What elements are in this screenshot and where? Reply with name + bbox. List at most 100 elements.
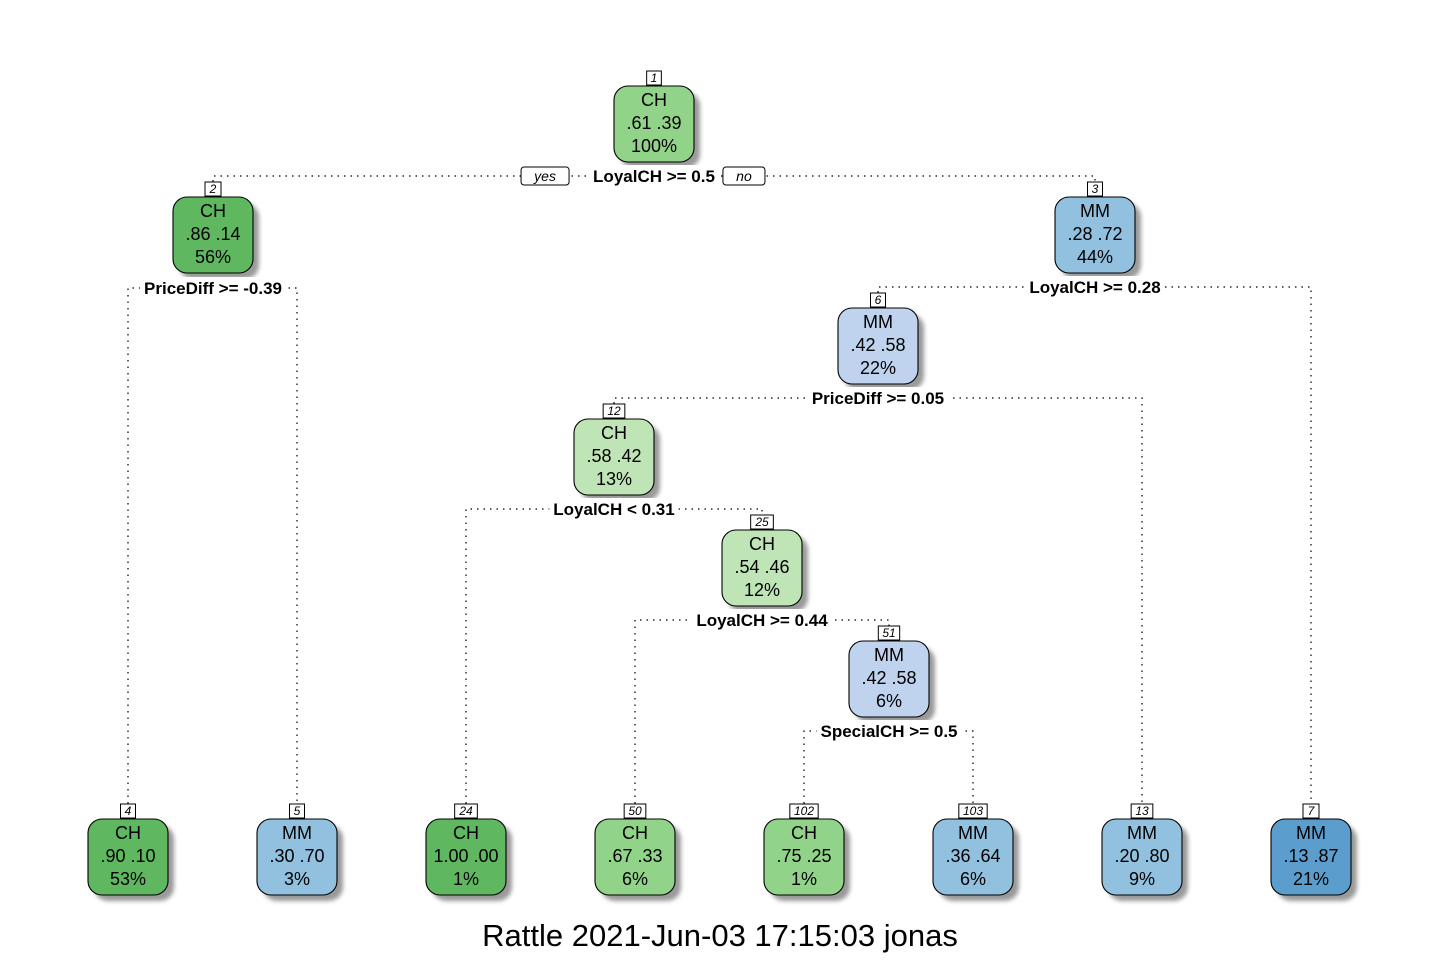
node-percent: 44% xyxy=(1077,247,1113,267)
node-id: 2 xyxy=(209,182,217,196)
node-percent: 1% xyxy=(791,869,817,889)
node-class: MM xyxy=(1127,823,1157,843)
node-box xyxy=(172,196,254,274)
node-probs: .61 .39 xyxy=(626,113,681,133)
node-id-box xyxy=(958,803,988,819)
node-id: 102 xyxy=(794,804,814,818)
node-box xyxy=(1054,196,1136,274)
node-id: 7 xyxy=(1308,804,1316,818)
node-box xyxy=(932,818,1014,896)
node-id-box xyxy=(120,803,136,819)
svg-text:no: no xyxy=(736,168,752,184)
split-label-bg-2 xyxy=(140,277,286,299)
node-id-box xyxy=(789,803,819,819)
node-probs: .67 .33 xyxy=(607,846,662,866)
split-label-bg-6 xyxy=(807,387,949,409)
split-label-bg-1 xyxy=(589,165,719,187)
node-id-box xyxy=(1087,181,1103,197)
node-box xyxy=(573,418,655,496)
node-id-box xyxy=(646,70,662,86)
node-id-box xyxy=(289,803,305,819)
node-id-box xyxy=(1130,803,1154,819)
node-percent: 3% xyxy=(284,869,310,889)
split-label-bg-12 xyxy=(549,498,679,520)
node-class: MM xyxy=(874,645,904,665)
split-label-2: PriceDiff >= -0.39 xyxy=(144,279,282,298)
node-probs: .36 .64 xyxy=(945,846,1000,866)
node-id-box xyxy=(750,514,774,530)
split-label-bg-3 xyxy=(1025,276,1165,298)
node-2: 2CH .86 .14 56% xyxy=(172,181,259,279)
split-label-3: LoyalCH >= 0.28 xyxy=(1029,278,1160,297)
node-percent: 9% xyxy=(1129,869,1155,889)
node-percent: 22% xyxy=(860,358,896,378)
node-box xyxy=(613,85,695,163)
node-probs: .86 .14 xyxy=(185,224,240,244)
split-label-1: LoyalCH >= 0.5 xyxy=(593,167,715,186)
node-id-box xyxy=(602,403,626,419)
node-box xyxy=(763,818,845,896)
node-box xyxy=(848,640,930,718)
node-class: CH xyxy=(749,534,775,554)
node-id: 13 xyxy=(1135,804,1149,818)
node-box xyxy=(837,307,919,385)
node-box xyxy=(594,818,676,896)
node-id: 103 xyxy=(963,804,983,818)
node-id: 6 xyxy=(875,293,882,307)
node-id: 51 xyxy=(882,626,895,640)
node-id: 25 xyxy=(754,515,769,529)
node-percent: 1% xyxy=(453,869,479,889)
node-box xyxy=(1101,818,1183,896)
node-probs: .20 .80 xyxy=(1114,846,1169,866)
node-class: MM xyxy=(282,823,312,843)
node-percent: 6% xyxy=(622,869,648,889)
node-probs: .42 .58 xyxy=(861,668,916,688)
node-class: MM xyxy=(1080,201,1110,221)
caption: Rattle 2021-Jun-03 17:15:03 jonas xyxy=(482,918,958,953)
split-label-25: LoyalCH >= 0.44 xyxy=(696,611,828,630)
node-probs: .90 .10 xyxy=(100,846,155,866)
split-label-bg-25 xyxy=(692,609,832,631)
node-id-box xyxy=(877,625,901,641)
node-percent: 21% xyxy=(1293,869,1329,889)
node-class: CH xyxy=(791,823,817,843)
node-id-box xyxy=(1302,803,1320,819)
node-class: CH xyxy=(453,823,479,843)
node-class: CH xyxy=(200,201,226,221)
node-box xyxy=(256,818,338,896)
node-percent: 56% xyxy=(195,247,231,267)
yes-label: yes xyxy=(520,166,570,186)
node-id: 3 xyxy=(1092,182,1099,196)
edge-2 xyxy=(127,287,298,810)
node-id: 50 xyxy=(628,804,642,818)
node-percent: 53% xyxy=(110,869,146,889)
node-5: 5MM.30 .703% xyxy=(256,803,343,901)
node-percent: 6% xyxy=(960,869,986,889)
node-id-box xyxy=(623,803,647,819)
node-box xyxy=(721,529,803,607)
node-percent: 100% xyxy=(631,136,677,156)
split-label-51: SpecialCH >= 0.5 xyxy=(820,722,957,741)
node-id: 24 xyxy=(458,804,473,818)
edge-51 xyxy=(803,730,974,810)
node-probs: .30 .70 xyxy=(269,846,324,866)
node-id: 1 xyxy=(651,71,658,85)
edge-6 xyxy=(613,397,1143,810)
node-probs: .13 .87 xyxy=(1283,846,1338,866)
node-percent: 12% xyxy=(744,580,780,600)
edge-12 xyxy=(465,508,763,810)
node-id: 12 xyxy=(607,404,621,418)
node-id: 4 xyxy=(125,804,132,818)
